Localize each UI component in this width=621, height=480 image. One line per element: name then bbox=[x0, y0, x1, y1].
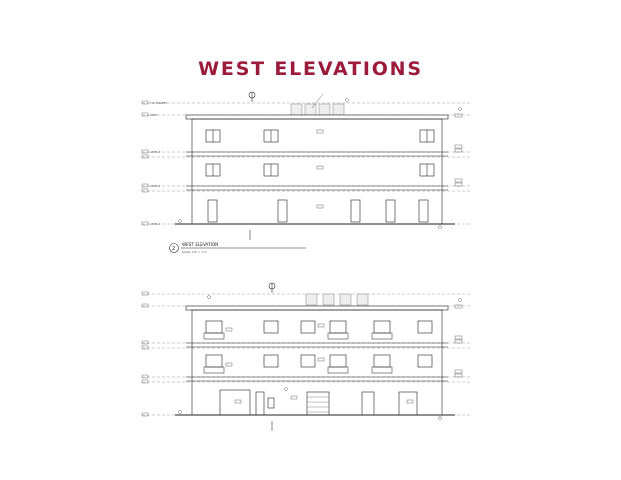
lower-elevation bbox=[141, 282, 470, 431]
level-label-2: LEVEL 2 bbox=[150, 184, 161, 188]
drawing-scale: SCALE: 1/8" = 1'-0" bbox=[182, 250, 207, 254]
level-label-3: LEVEL 3 bbox=[150, 150, 161, 154]
section-tag-icon bbox=[169, 243, 179, 253]
level-label-roof: T.O. PARAPET bbox=[150, 101, 168, 105]
drawing-number: 2 bbox=[172, 246, 175, 252]
upper-elevation: T.O. PARAPET ROOF LEVEL 3 LEVEL 2 LEVEL … bbox=[141, 91, 470, 254]
level-label-1: LEVEL 1 bbox=[150, 222, 161, 226]
level-label-roof-sub: ROOF bbox=[150, 113, 158, 117]
drawing-title: WEST ELEVATION bbox=[182, 242, 218, 247]
north-arrow-icon bbox=[248, 91, 256, 102]
page-title: WEST ELEVATIONS bbox=[198, 58, 423, 80]
north-arrow-icon-lower bbox=[268, 282, 276, 293]
